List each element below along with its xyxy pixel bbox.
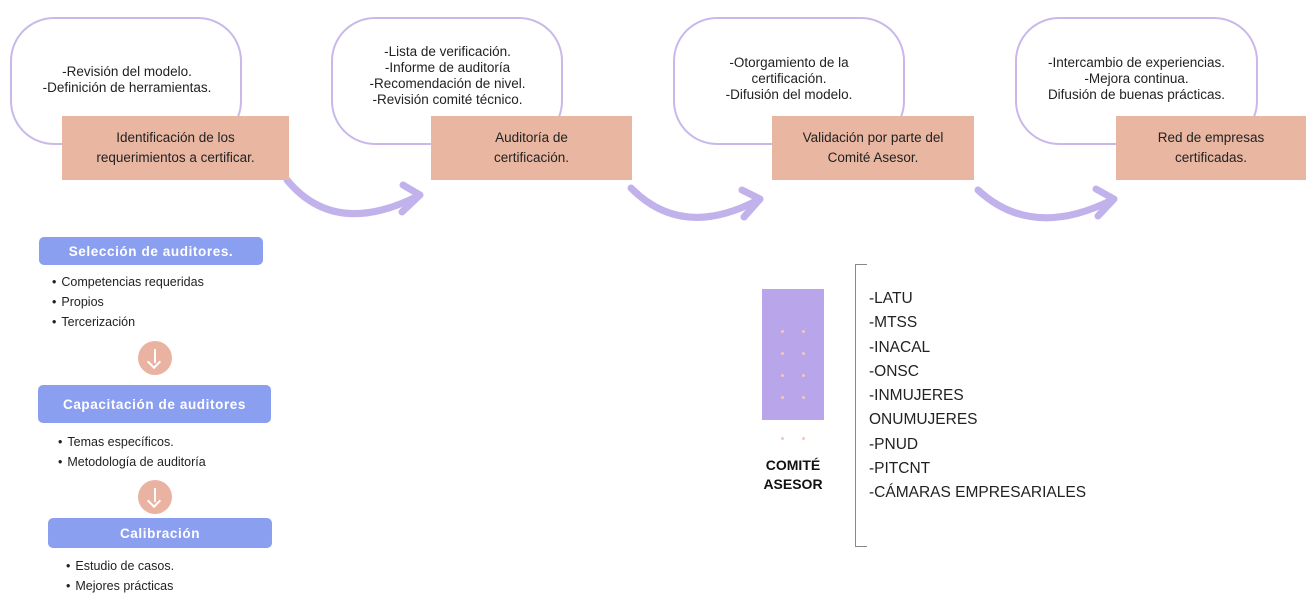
bubble-line: -Definición de herramientas.: [42, 80, 212, 95]
curved-arrow-icon: [1092, 185, 1118, 220]
bubble-line: -Recomendación de nivel.: [369, 76, 526, 91]
list-item: Competencias requeridas: [52, 272, 203, 292]
stage-1-box: Identificación de los requerimientos a c…: [62, 116, 289, 180]
stage-box-line: certificadas.: [1174, 150, 1248, 165]
stage-box-line: Auditoría de: [495, 130, 568, 145]
auditor-step-list: Temas específicos. Metodología de audito…: [58, 432, 206, 472]
auditor-step-title: Selección de auditores.: [39, 237, 263, 265]
auditor-step-title: Calibración: [48, 518, 272, 548]
bubble-line: -Revisión comité técnico.: [372, 92, 523, 107]
committee-member: -INMUJERES: [869, 387, 964, 405]
curved-arrow-icon: [398, 181, 424, 216]
bubble-line: -Otorgamiento de la: [729, 55, 849, 70]
bubble-line: -Lista de verificación.: [384, 44, 511, 59]
bubble-line: Difusión de buenas prácticas.: [1047, 87, 1226, 102]
committee-title: COMITÉ ASESOR: [744, 456, 842, 494]
list-item: Mejores prácticas: [66, 576, 174, 596]
list-item: Temas específicos.: [58, 432, 206, 452]
auditor-step-title: Capacitación de auditores: [38, 385, 271, 423]
committee-member: -MTSS: [869, 314, 918, 332]
committee-member: -CÁMARAS EMPRESARIALES: [869, 484, 1087, 502]
stage-box-line: certificación.: [493, 150, 570, 165]
committee-members: -LATU -MTSS -INACAL -ONSC -INMUJERES ONU…: [869, 287, 1086, 506]
bubble-line: -Revisión del modelo.: [62, 64, 192, 79]
list-item: Metodología de auditoría: [58, 452, 205, 472]
stage-box-line: Red de empresas: [1157, 130, 1265, 145]
stage-box-line: Comité Asesor.: [827, 150, 919, 165]
committee-member: -PNUD: [869, 435, 919, 453]
stage-4-box: Red de empresas certificadas.: [1116, 116, 1306, 180]
stage-1-bubble-text: -Revisión del modelo. -Definición de her…: [14, 64, 240, 96]
auditor-step-list: Competencias requeridas Propios Terceriz…: [52, 272, 204, 332]
curved-arrow-icon: [283, 176, 422, 218]
curved-arrow-icon: [738, 186, 764, 221]
committee-member: -LATU: [869, 290, 913, 307]
committee-title-line: COMITÉ: [765, 457, 821, 473]
bubble-line: -Difusión del modelo.: [725, 87, 853, 102]
arrow-down-circle-icon: [138, 480, 172, 514]
committee-title-line: ASESOR: [763, 476, 823, 492]
stage-box-line: Validación por parte del: [802, 130, 944, 145]
committee-member: ONUMUJERES: [869, 411, 978, 429]
stage-box-line: requerimientos a certificar.: [96, 150, 255, 165]
list-item: Tercerización: [52, 312, 204, 332]
bubble-line: -Informe de auditoría: [384, 60, 511, 75]
auditor-step-list: Estudio de casos. Mejores prácticas: [66, 556, 174, 596]
stage-3-box: Validación por parte del Comité Asesor.: [772, 116, 974, 180]
stage-2-box: Auditoría de certificación.: [431, 116, 632, 180]
stage-3-bubble-text: -Otorgamiento de la certificación. -Difu…: [680, 55, 898, 103]
list-item: Propios: [52, 292, 204, 312]
committee-member: -INACAL: [869, 338, 931, 356]
curved-arrow-icon: [627, 184, 762, 221]
curved-arrow-icon: [974, 186, 1116, 222]
bubble-line: certificación.: [751, 71, 827, 86]
stage-4-bubble-text: -Intercambio de experiencias. -Mejora co…: [1020, 55, 1253, 103]
committee-member: -ONSC: [869, 362, 919, 380]
committee-bracket: [855, 264, 867, 547]
committee-member: -PITCNT: [869, 460, 931, 478]
list-item: Estudio de casos.: [66, 556, 174, 576]
committee-bar: [762, 289, 824, 420]
arrow-down-circle-icon: [138, 341, 172, 375]
stage-box-line: Identificación de los: [116, 130, 235, 145]
bubble-line: -Mejora continua.: [1084, 71, 1189, 86]
stage-2-bubble-text: -Lista de verificación. -Informe de audi…: [340, 44, 555, 108]
bubble-line: -Intercambio de experiencias.: [1047, 55, 1226, 70]
